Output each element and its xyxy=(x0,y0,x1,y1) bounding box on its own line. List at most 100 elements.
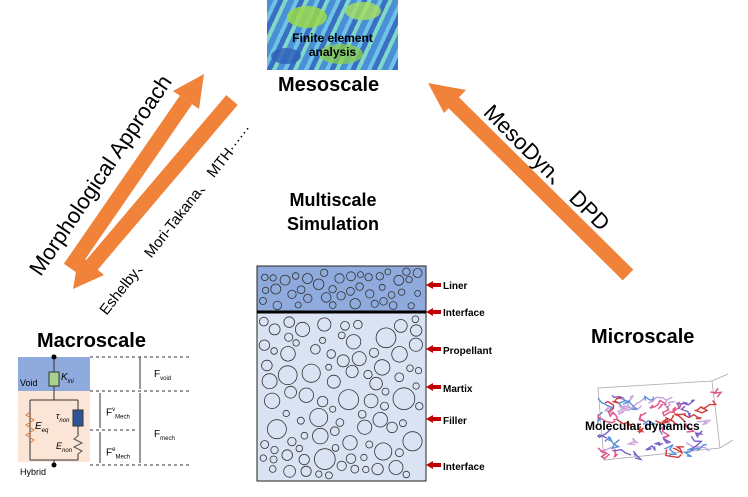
label-interface-bottom: Interface xyxy=(443,462,485,473)
molecule-chain xyxy=(664,444,678,456)
particle-circle xyxy=(391,346,408,363)
particle-circle xyxy=(324,471,333,480)
particle-circle xyxy=(402,267,411,276)
particle-circle xyxy=(337,331,346,340)
pointer-arrow xyxy=(426,345,441,353)
particle-circle xyxy=(353,319,363,330)
particle-circle xyxy=(415,402,424,411)
molecule-chain xyxy=(659,424,669,436)
molecule-chain xyxy=(694,430,703,438)
particle-circle xyxy=(310,344,321,355)
molecule-chain xyxy=(604,436,613,442)
molecule-chain xyxy=(683,413,702,420)
particle-circle xyxy=(300,431,309,440)
particle-circle xyxy=(369,376,383,391)
particle-circle xyxy=(329,405,337,413)
particle-circle xyxy=(351,351,367,367)
particle-circle xyxy=(392,387,416,411)
particle-circle xyxy=(370,299,379,308)
particle-circle xyxy=(277,365,298,386)
void-label: Void xyxy=(20,378,38,388)
particle-circle xyxy=(279,274,291,286)
particle-circle xyxy=(414,289,422,297)
particle-circle xyxy=(402,431,423,452)
particle-circle xyxy=(412,382,420,390)
particle-circle xyxy=(328,285,337,294)
particle-circle xyxy=(368,347,379,358)
morphological-arrow xyxy=(63,74,204,273)
hybrid-label: Hybrid xyxy=(20,467,47,477)
pointer-arrow xyxy=(426,308,441,316)
particle-circle xyxy=(287,289,297,299)
label-propellant: Propellant xyxy=(443,346,492,357)
title-line-1: Multiscale xyxy=(289,190,377,210)
particle-circle xyxy=(300,465,312,477)
molecule-chain xyxy=(616,419,633,430)
particle-circle xyxy=(258,339,270,351)
particle-circle xyxy=(266,419,287,440)
e-non-label: Enon xyxy=(56,441,73,454)
pointer-arrow xyxy=(426,415,441,423)
particle-circle xyxy=(411,315,420,324)
particle-circle xyxy=(357,419,373,435)
molecule-chain xyxy=(597,414,616,424)
molecule-chain xyxy=(638,411,647,423)
particle-circle xyxy=(281,449,293,461)
particle-circle xyxy=(261,286,270,294)
particle-circle xyxy=(280,346,296,362)
particle-circle xyxy=(350,464,360,474)
particle-circle xyxy=(393,274,405,286)
particle-circle xyxy=(269,274,277,282)
particle-circle xyxy=(393,319,408,333)
particle-circle xyxy=(258,316,269,327)
particle-circle xyxy=(386,421,398,434)
particle-circle xyxy=(298,453,310,466)
particle-circle xyxy=(309,408,329,427)
particle-circle xyxy=(270,283,282,295)
particle-circle xyxy=(394,372,405,383)
macroscale-title: Macroscale xyxy=(37,330,146,352)
particle-circle xyxy=(261,273,269,282)
molecule-chain xyxy=(597,447,611,460)
particle-circle xyxy=(414,366,423,375)
particle-circle xyxy=(357,271,364,279)
particle-circle xyxy=(381,387,390,396)
particle-circle xyxy=(336,354,350,368)
particle-circle xyxy=(374,442,393,461)
particle-circle xyxy=(346,271,356,282)
particle-circle xyxy=(407,302,415,310)
molecule-chain xyxy=(690,443,707,452)
mesodyn-arrow xyxy=(428,83,634,281)
particle-circle xyxy=(329,426,340,437)
particle-circle xyxy=(270,445,279,455)
f-mech-v-label: FvMech xyxy=(106,407,130,421)
particle-circle xyxy=(312,427,329,445)
particle-circle xyxy=(380,401,389,411)
f-mech-label: Fmech xyxy=(154,429,175,442)
particle-circle xyxy=(301,363,321,383)
molecule-chain xyxy=(649,399,668,409)
particle-circle xyxy=(365,440,374,449)
fea-image: Finite element analysis xyxy=(267,0,398,70)
molecule-chain xyxy=(672,446,685,455)
particle-circle xyxy=(284,332,294,342)
particle-circle xyxy=(320,268,329,277)
particle-circle xyxy=(334,273,345,284)
molecule-chain xyxy=(626,437,640,446)
particle-circle xyxy=(362,465,370,474)
molecule-chain xyxy=(680,405,691,419)
particle-circle xyxy=(319,336,327,344)
particle-circle xyxy=(371,462,384,476)
molecule-chain xyxy=(597,397,614,411)
molecule-chain xyxy=(604,406,616,416)
particle-circle xyxy=(345,364,359,378)
particle-circle xyxy=(388,301,398,310)
particle-circle xyxy=(387,291,396,299)
f-void-label: Fvoid xyxy=(154,369,172,382)
pointer-arrow xyxy=(426,383,441,391)
particle-circle xyxy=(326,374,341,389)
particle-circle xyxy=(291,272,300,280)
particle-circle xyxy=(340,320,350,331)
pointer-arrow xyxy=(426,281,441,289)
label-liner: Liner xyxy=(443,281,468,292)
